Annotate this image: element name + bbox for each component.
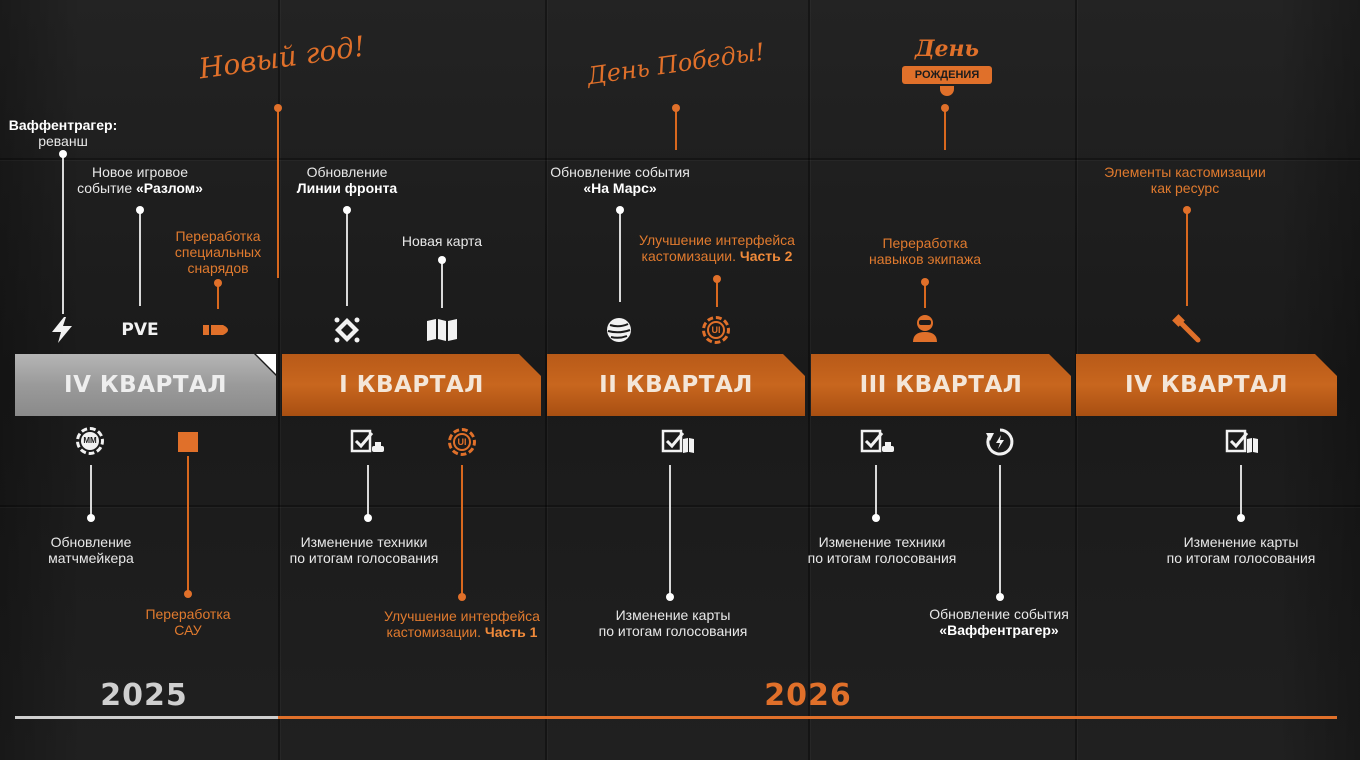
quarter-iv-2026: IV КВАРТАЛ — [1076, 354, 1337, 416]
quarter-label: II КВАРТАЛ — [599, 372, 753, 398]
timeline-dot — [872, 514, 880, 522]
timeline-dot — [343, 206, 351, 214]
timeline-connector — [619, 210, 621, 302]
quarter-ii-2026: II КВАРТАЛ — [547, 354, 805, 416]
fold-line — [545, 0, 547, 760]
pve-icon: PVE — [121, 320, 159, 340]
holiday-line — [944, 108, 946, 150]
lightning-icon — [52, 317, 72, 343]
shell-icon — [203, 325, 228, 335]
timeline-dot — [1183, 206, 1191, 214]
fold-line — [808, 0, 810, 760]
event-waffentrager-revanche: Ваффентрагер:реванш — [8, 117, 118, 149]
timeline-dot — [184, 590, 192, 598]
timeline-connector — [346, 210, 348, 306]
event-new-map: Новая карта — [401, 233, 483, 249]
timeline-dot — [1237, 514, 1245, 522]
timeline-dot — [616, 206, 624, 214]
timeline-dot — [713, 275, 721, 283]
holiday-line — [675, 108, 677, 150]
timeline-2025 — [15, 716, 278, 719]
timeline-dot — [59, 150, 67, 158]
timeline-connector — [999, 465, 1001, 597]
vote-map-icon — [661, 429, 694, 453]
event-refresh-icon — [986, 428, 1014, 456]
timeline-connector — [62, 154, 64, 314]
holiday-birthday: День РОЖДЕНИЯ — [902, 36, 992, 100]
timeline-connector — [90, 465, 92, 517]
corner-mark — [256, 354, 276, 374]
holiday-line — [277, 108, 279, 278]
quarter-i-2026: I КВАРТАЛ — [282, 354, 541, 416]
timeline-dot — [438, 256, 446, 264]
event-waffentrager-update: Обновление события«Ваффентрагер» — [929, 606, 1069, 638]
ui-gear-icon: UI — [702, 316, 730, 344]
timeline-connector — [716, 279, 718, 307]
vote-tank-icon — [350, 429, 384, 453]
timeline-dot — [214, 279, 222, 287]
quarter-iv-2025: IV КВАРТАЛ — [15, 354, 276, 416]
frontline-icon — [334, 317, 360, 343]
quarter-iii-2026: III КВАРТАЛ — [811, 354, 1071, 416]
holiday-dot — [941, 104, 949, 112]
crew-icon — [913, 315, 937, 342]
quarter-label: IV КВАРТАЛ — [64, 372, 227, 398]
timeline-connector — [461, 465, 463, 597]
timeline-connector — [139, 210, 141, 306]
timeline-2026 — [278, 716, 1337, 719]
quarter-label: III КВАРТАЛ — [859, 372, 1023, 398]
timeline-connector — [1186, 210, 1188, 306]
birthday-title: День — [914, 36, 980, 62]
vote-map-icon — [1225, 429, 1258, 453]
spg-square-icon — [178, 432, 198, 452]
holiday-dot — [274, 104, 282, 112]
fold-line — [0, 158, 1360, 160]
vote-tank-icon — [860, 429, 894, 453]
brush-icon — [1172, 314, 1201, 343]
timeline-connector — [187, 456, 189, 594]
quarter-label: I КВАРТАЛ — [339, 372, 484, 398]
event-mars: Обновление события«На Марс» — [550, 164, 690, 196]
fold-line — [278, 0, 280, 760]
timeline-dot — [458, 593, 466, 601]
timeline-connector — [367, 465, 369, 517]
timeline-connector — [1240, 465, 1242, 517]
timeline-dot — [87, 514, 95, 522]
timeline-dot — [921, 278, 929, 286]
star-icon — [940, 86, 954, 96]
year-2026: 2026 — [764, 678, 852, 713]
timeline-dot — [136, 206, 144, 214]
ui-gear-icon: UI — [448, 428, 476, 456]
matchmaker-icon: ММ — [76, 427, 104, 455]
map-icon — [427, 319, 457, 341]
timeline-connector — [217, 283, 219, 309]
holiday-dot — [672, 104, 680, 112]
mars-planet-icon — [607, 318, 631, 342]
timeline-connector — [924, 282, 926, 308]
year-2025: 2025 — [100, 678, 188, 713]
timeline-dot — [666, 593, 674, 601]
timeline-dot — [996, 593, 1004, 601]
birthday-ribbon: РОЖДЕНИЯ — [902, 66, 992, 84]
timeline-connector — [875, 465, 877, 517]
timeline-dot — [364, 514, 372, 522]
timeline-connector — [669, 465, 671, 597]
quarter-label: IV КВАРТАЛ — [1125, 372, 1288, 398]
timeline-connector — [441, 260, 443, 308]
fold-line — [0, 505, 1360, 507]
